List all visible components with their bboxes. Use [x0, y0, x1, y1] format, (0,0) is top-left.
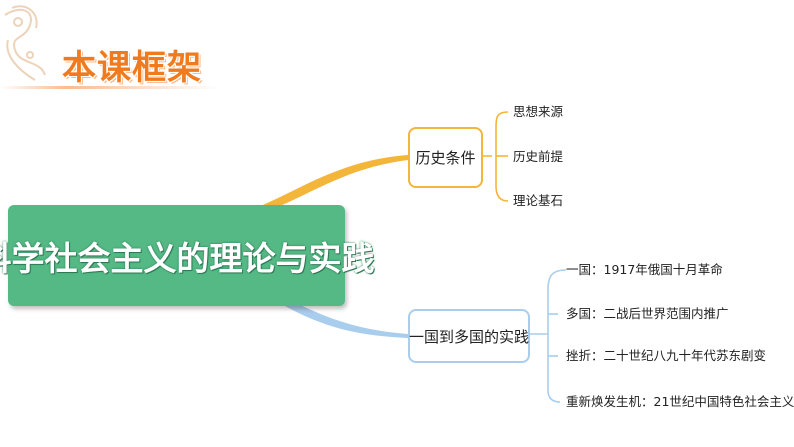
- branch-historical-conditions: 历史条件: [408, 127, 483, 188]
- branch1-label: 历史条件: [415, 149, 476, 167]
- branch1-bracket: [481, 111, 509, 202]
- branch1-item: 思想来源: [513, 104, 564, 119]
- branch-practice: 一国到多国的实践: [408, 309, 530, 363]
- branch2-item: 多国：二战后世界范围内推广: [566, 306, 729, 321]
- branch1-item: 历史前提: [513, 149, 564, 164]
- branch2-item: 挫折：二十世纪八九十年代苏东剧变: [566, 348, 767, 363]
- branch2-item: 一国：1917年俄国十月革命: [566, 262, 723, 277]
- page-title: 本课框架: [62, 48, 202, 88]
- branch2-item: 重新焕发生机：21世纪中国特色社会主义的发展: [566, 394, 794, 409]
- branch1-item: 理论基石: [513, 193, 564, 208]
- mindmap-root-node: 科学社会主义的理论与实践: [0, 205, 375, 306]
- branch2-bracket: [528, 269, 567, 403]
- branch2-label: 一国到多国的实践: [409, 327, 530, 346]
- title-underline: [0, 86, 220, 89]
- corner-ornament: [4, 5, 46, 81]
- root-to-branch1-line: [258, 155, 408, 210]
